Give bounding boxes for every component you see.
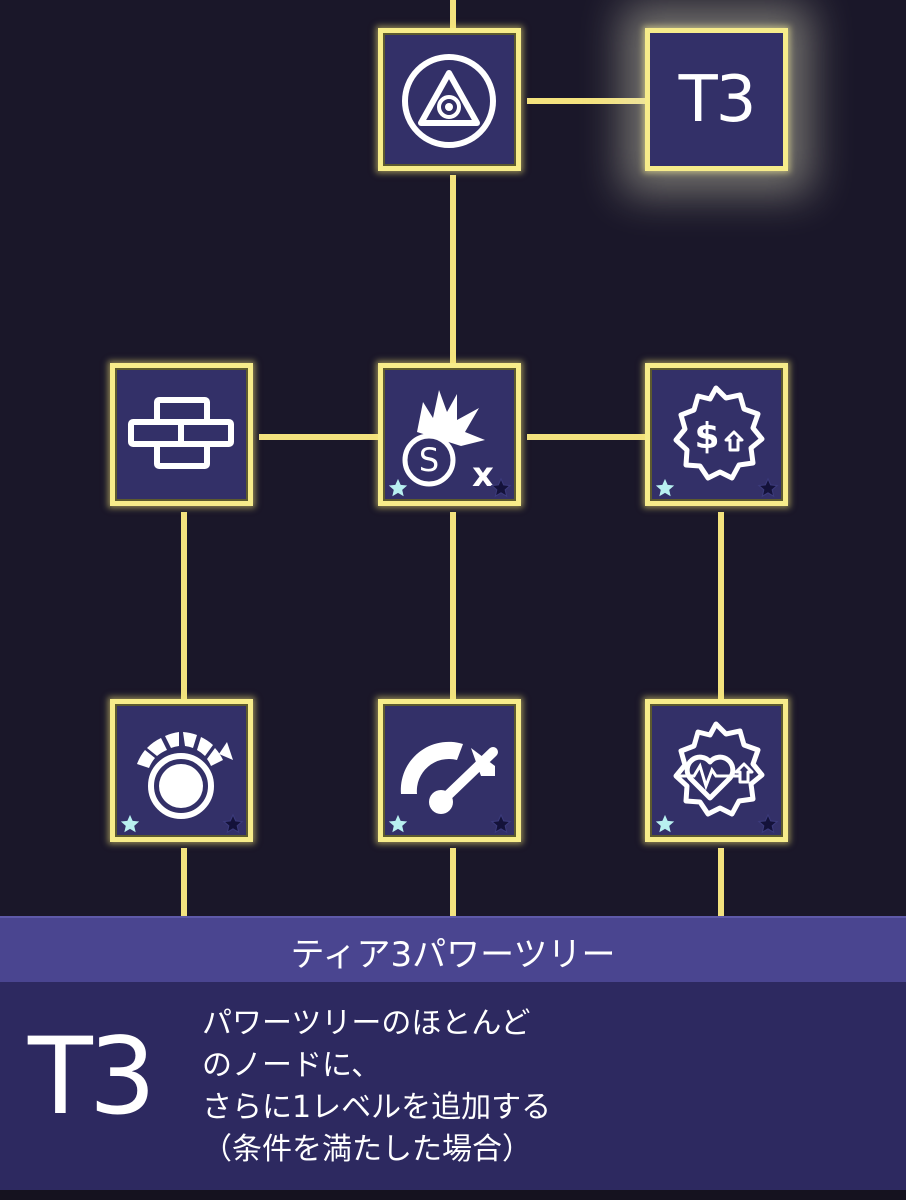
range-dial-icon: [137, 732, 233, 819]
svg-text:x: x: [472, 455, 494, 495]
node-money-up[interactable]: $: [645, 363, 788, 506]
star-active-icon: [655, 478, 675, 497]
panel-title: ティア3パワーツリー: [0, 916, 906, 984]
node-speedometer[interactable]: [378, 699, 521, 842]
panel-description: パワーツリーのほとんど のノードに、 さらに1レベルを追加する （条件を満たした…: [202, 1003, 882, 1171]
power-tree-connectors: [181, 0, 724, 916]
star-inactive-icon: [757, 813, 779, 834]
star-inactive-icon: [490, 477, 512, 498]
eye-triangle-icon: [402, 54, 496, 148]
node-bricks[interactable]: [110, 363, 253, 506]
star-active-icon: [120, 814, 140, 833]
star-inactive-icon: [222, 813, 244, 834]
svg-text:$: $: [694, 416, 719, 457]
description-line: （条件を満たした場合）: [202, 1132, 532, 1167]
money-upgrade-badge-icon: $: [673, 385, 765, 481]
node-coin-burst[interactable]: S x: [378, 363, 521, 506]
coin-burst-icon: S x: [402, 390, 494, 495]
node-health-up[interactable]: [645, 699, 788, 842]
star-active-icon: [388, 814, 408, 833]
speedometer-icon: [400, 741, 498, 814]
star-inactive-icon: [757, 477, 779, 498]
description-line: さらに1レベルを追加する: [202, 1090, 552, 1125]
star-active-icon: [655, 814, 675, 833]
tier-badge: T3: [28, 1015, 156, 1138]
description-line: のノードに、: [202, 1048, 382, 1083]
tier-node-label: T3: [678, 62, 757, 137]
info-panel: [0, 982, 906, 1190]
node-range-dial[interactable]: [110, 699, 253, 842]
node-tier3[interactable]: T3: [645, 28, 788, 171]
star-active-icon: [388, 478, 408, 497]
description-line: パワーツリーのほとんど: [202, 1006, 531, 1041]
svg-text:S: S: [419, 441, 439, 479]
brick-wall-icon: [128, 397, 234, 469]
star-inactive-icon: [490, 813, 512, 834]
health-upgrade-badge-icon: [673, 721, 765, 817]
panel-bottom-edge: [0, 1190, 906, 1200]
node-eye-triangle[interactable]: [378, 28, 521, 171]
